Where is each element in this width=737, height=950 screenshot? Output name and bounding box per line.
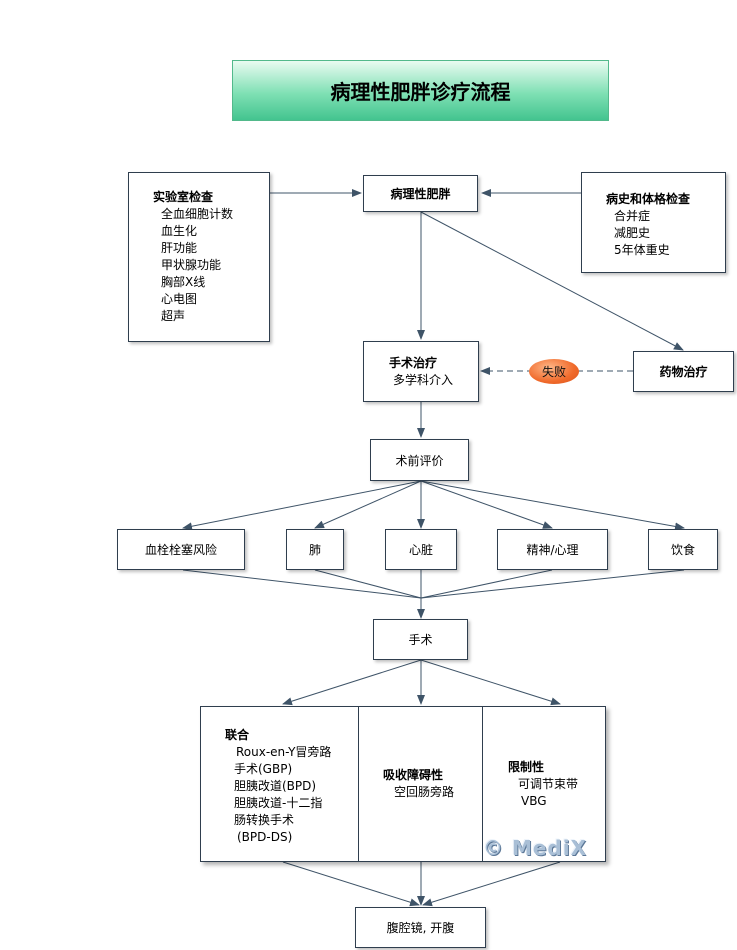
history-exam-box: 病史和体格检查 合并症 减肥史 5年体重史 — [581, 172, 726, 273]
laparoscopic-open-box: 腹腔镜, 开腹 — [355, 907, 486, 948]
restrictive-heading: 限制性 — [508, 760, 545, 774]
malabsorptive-column: 吸收障碍性 空回肠旁路 — [359, 707, 483, 861]
combined-column: 联合 Roux-en-Y冒旁路 手术(GBP) 胆胰改道(BPD) 胆胰改道-十… — [201, 707, 359, 861]
lab-exam-item: 全血细胞计数 — [161, 207, 234, 221]
surgery-box: 手术 — [373, 619, 468, 660]
lab-exam-item: 心电图 — [161, 292, 198, 306]
lab-exam-item: 胸部X线 — [161, 275, 206, 289]
history-item: 减肥史 — [614, 226, 651, 240]
malabsorptive-heading: 吸收障碍性 — [383, 768, 444, 782]
surgical-treatment-box: 手术治疗 多学科介入 — [363, 341, 479, 402]
restrictive-line: 可调节束带 — [518, 777, 579, 791]
lab-exam-item: 肝功能 — [161, 241, 198, 255]
eval-item-thromboembolism: 血栓栓塞风险 — [117, 529, 245, 570]
morbid-obesity-node: 病理性肥胖 — [363, 175, 478, 212]
lab-exam-item: 血生化 — [161, 224, 198, 238]
lab-exam-box: 实验室检查 全血细胞计数 血生化 肝功能 甲状腺功能 胸部X线 心电图 超声 — [128, 172, 270, 342]
combined-heading: 联合 — [225, 728, 250, 742]
eval-item-psych: 精神/心理 — [497, 529, 608, 570]
surgical-treatment-heading: 手术治疗 — [389, 356, 438, 370]
history-exam-heading: 病史和体格检查 — [606, 192, 691, 206]
combined-line: 肠转换手术 — [234, 813, 295, 827]
combined-line: Roux-en-Y冒旁路 — [236, 745, 332, 759]
medix-watermark: © MediX — [483, 836, 588, 860]
lab-exam-heading: 实验室检查 — [153, 190, 214, 204]
combined-line: 手术(GBP) — [234, 762, 293, 776]
page-title: 病理性肥胖诊疗流程 — [232, 60, 609, 121]
eval-item-heart: 心脏 — [385, 529, 457, 570]
combined-line: (BPD-DS) — [237, 830, 293, 844]
surgery-types-panel: 联合 Roux-en-Y冒旁路 手术(GBP) 胆胰改道(BPD) 胆胰改道-十… — [200, 706, 606, 862]
history-item: 5年体重史 — [614, 243, 670, 257]
eval-item-diet: 饮食 — [648, 529, 718, 570]
lab-exam-item: 甲状腺功能 — [161, 258, 222, 272]
eval-item-lung: 肺 — [286, 529, 344, 570]
malabsorptive-line: 空回肠旁路 — [394, 785, 455, 799]
preop-evaluation-box: 术前评价 — [370, 439, 469, 481]
drug-treatment-box: 药物治疗 — [633, 351, 734, 392]
combined-line: 胆胰改道-十二指 — [234, 796, 323, 810]
history-item: 合并症 — [614, 209, 651, 223]
restrictive-line: VBG — [521, 794, 547, 808]
restrictive-column: 限制性 可调节束带 VBG — [483, 707, 607, 861]
lab-exam-item: 超声 — [161, 309, 186, 323]
combined-line: 胆胰改道(BPD) — [234, 779, 317, 793]
failure-label: 失败 — [529, 359, 579, 384]
surgical-treatment-sub: 多学科介入 — [393, 373, 454, 387]
